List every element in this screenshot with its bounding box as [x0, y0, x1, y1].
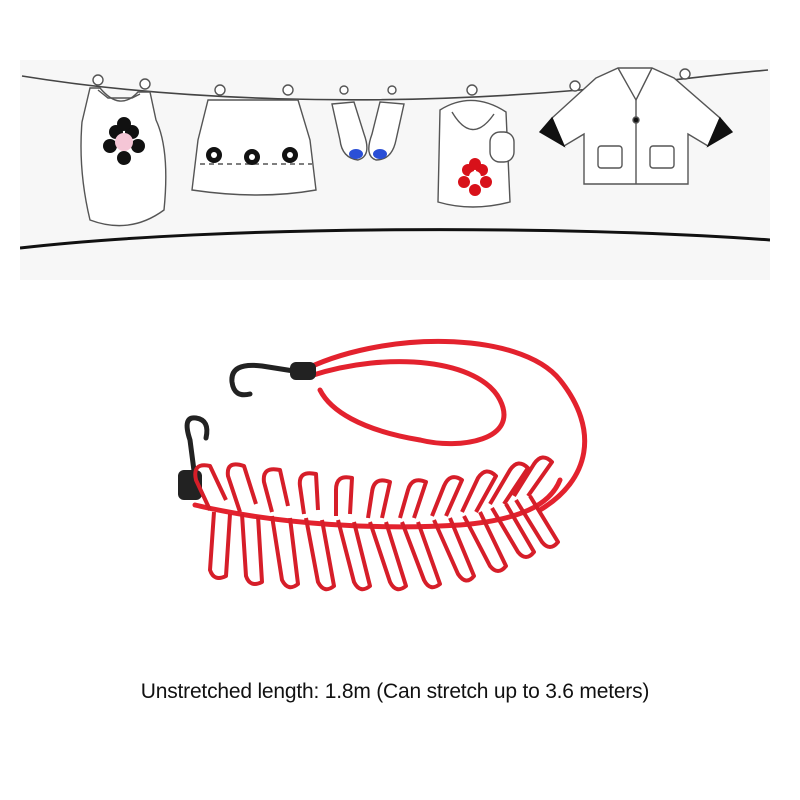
clip-icon [334, 475, 372, 592]
jacket-icon [538, 67, 734, 185]
hanging-line [21, 69, 769, 101]
clip-icon [193, 463, 232, 580]
skirt-icon [191, 84, 317, 196]
flower-icon [103, 117, 145, 165]
length-caption: Unstretched length: 1.8m (Can stretch up… [140, 680, 650, 703]
clip-icon [366, 478, 408, 592]
bib-icon [437, 84, 515, 208]
flower-icon [206, 147, 298, 165]
hook-spring-top [290, 362, 316, 380]
clip-icon [398, 478, 442, 590]
clip-icon [488, 461, 536, 559]
clip-icon [512, 455, 560, 549]
clothesline-drawing [20, 67, 770, 250]
socks-icon [331, 85, 405, 161]
clip-icon [430, 475, 476, 583]
clothesline-illustration [20, 60, 770, 280]
clip-icon [297, 471, 336, 592]
ground-curve [20, 228, 770, 250]
clothesline-product-drawing [178, 339, 588, 592]
tank-top-icon [80, 74, 167, 227]
clip-icon [460, 469, 508, 573]
elastic-rope [192, 339, 588, 530]
product-photo-clothesline [0, 290, 800, 670]
flower-icon [458, 158, 492, 196]
hook-icon [184, 362, 303, 489]
clip-icon [225, 462, 264, 586]
clip-group [193, 455, 560, 592]
clip-icon [261, 467, 300, 590]
